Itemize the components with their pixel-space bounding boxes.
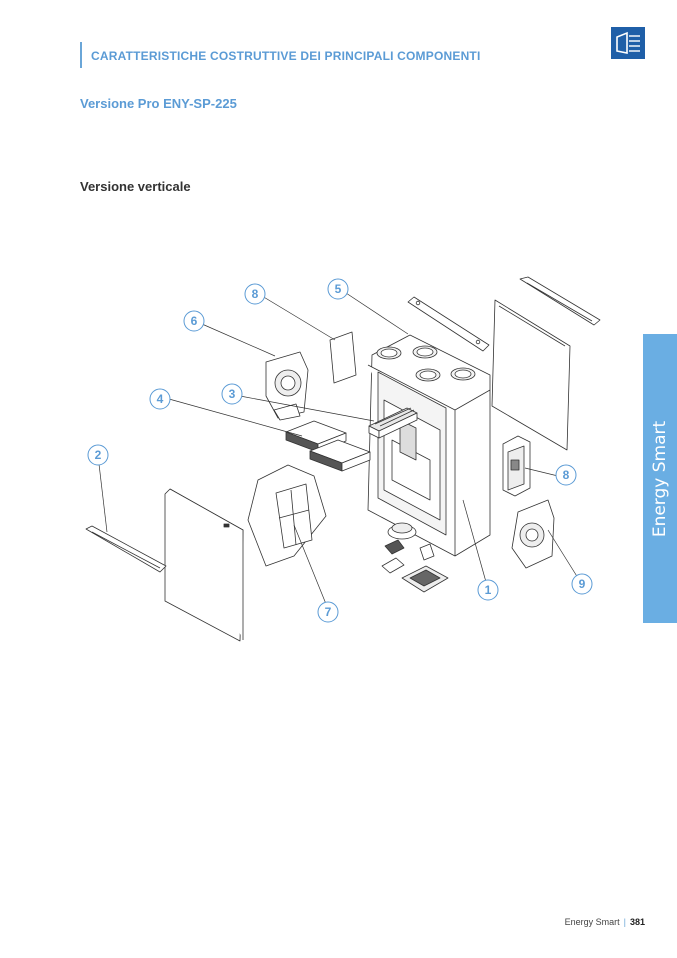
svg-text:2: 2 <box>95 448 102 462</box>
fan-lower <box>511 499 555 569</box>
heat-exchanger <box>368 407 418 439</box>
bottom-rail <box>85 525 167 573</box>
svg-text:8: 8 <box>563 468 570 482</box>
callout-9: 9 <box>571 573 593 595</box>
top-rail-right <box>519 276 601 326</box>
footer: Energy Smart|381 <box>565 917 645 927</box>
footer-label: Energy Smart <box>564 917 620 927</box>
electric-panel-top <box>329 331 357 384</box>
callout-5: 5 <box>327 278 349 300</box>
rear-panel <box>491 299 571 451</box>
svg-text:6: 6 <box>191 314 198 328</box>
callout-2: 2 <box>87 444 109 466</box>
top-spigots <box>376 345 476 382</box>
svg-text:5: 5 <box>335 282 342 296</box>
callout-6: 6 <box>183 310 205 332</box>
top-bracket <box>407 296 490 352</box>
front-panel <box>164 488 244 642</box>
callout-4: 4 <box>149 388 171 410</box>
small-components <box>381 522 449 593</box>
svg-text:8: 8 <box>252 287 259 301</box>
header-accent-bar <box>80 42 82 68</box>
svg-text:7: 7 <box>325 605 332 619</box>
footer-separator: | <box>623 917 626 927</box>
callout-3: 3 <box>221 383 243 405</box>
svg-text:1: 1 <box>485 583 492 597</box>
callout-1: 1 <box>477 579 499 601</box>
fan-upper <box>265 351 309 421</box>
callout-8-right: 8 <box>555 464 577 486</box>
electric-box-right <box>502 435 531 497</box>
section-title: Versione verticale <box>80 179 191 194</box>
filters <box>285 420 371 472</box>
brand-logo <box>611 27 645 59</box>
main-cabinet <box>367 334 491 557</box>
header-title: CARATTERISTICHE COSTRUTTIVE DEI PRINCIPA… <box>91 49 481 63</box>
callout-7: 7 <box>317 601 339 623</box>
svg-text:9: 9 <box>579 577 586 591</box>
callout-8-top: 8 <box>244 283 266 305</box>
hood-cover <box>247 464 327 567</box>
page-number: 381 <box>629 917 645 927</box>
model-subtitle: Versione Pro ENY-SP-225 <box>80 96 237 111</box>
svg-text:4: 4 <box>157 392 164 406</box>
side-tab: Energy Smart <box>643 334 677 623</box>
svg-text:3: 3 <box>229 387 236 401</box>
